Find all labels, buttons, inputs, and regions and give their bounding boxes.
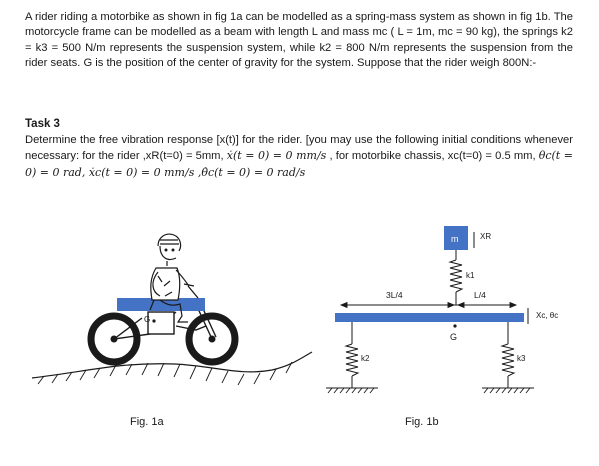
ground-k2 bbox=[326, 387, 378, 394]
dimension-lines bbox=[339, 301, 518, 309]
ground-k3 bbox=[482, 387, 534, 394]
k3-label: k3 bbox=[517, 354, 526, 363]
handlebar bbox=[183, 283, 199, 299]
fig1b-g-dot bbox=[453, 324, 457, 328]
chassis-beam bbox=[335, 313, 524, 322]
fig1b-g-label: G bbox=[450, 332, 457, 342]
fig1a-g-dot bbox=[152, 319, 156, 323]
k2-label: k2 bbox=[361, 354, 370, 363]
task-title: Task 3 bbox=[25, 118, 60, 130]
k1-label: k1 bbox=[466, 271, 475, 280]
right-dim-label: L/4 bbox=[474, 290, 486, 300]
terrain-hatch bbox=[37, 361, 293, 386]
spring-k1 bbox=[448, 250, 464, 306]
problem-intro: A rider riding a motorbike as shown in f… bbox=[25, 11, 573, 69]
terrain-line bbox=[31, 351, 313, 379]
task-math-2: θc(t = 0) = 0 rad, ẋc(t = 0) = 0 mm/s ,θ… bbox=[25, 149, 573, 179]
task-text-1: Determine the free vibration response [x… bbox=[25, 134, 573, 163]
rider-mass-block bbox=[444, 226, 468, 250]
fig1b-caption: Fig. 1b bbox=[405, 416, 439, 428]
fig1a-caption: Fig. 1a bbox=[130, 416, 164, 428]
xc-label: Xc, θc bbox=[536, 311, 558, 320]
fig1a-g-label: G bbox=[144, 315, 150, 324]
left-dim-label: 3L/4 bbox=[386, 290, 403, 300]
bike-seat-tank bbox=[117, 298, 205, 311]
rider-figure bbox=[149, 233, 190, 323]
mass-label: m bbox=[451, 234, 459, 244]
xr-label: XR bbox=[480, 232, 491, 241]
task-text: Determine the free vibration response [x… bbox=[25, 133, 573, 181]
task-math-1: ẋ(t = 0) = 0 mm/s bbox=[226, 149, 327, 163]
spring-k3 bbox=[500, 322, 516, 388]
spring-k2 bbox=[344, 322, 360, 388]
task-text-2: , for motorbike chassis, xc(t=0) = 0.5 m… bbox=[326, 150, 539, 163]
fig1a-illustration: G bbox=[31, 233, 313, 386]
fig1b-model: m XR k1 3L/4 L/4 bbox=[326, 226, 558, 394]
